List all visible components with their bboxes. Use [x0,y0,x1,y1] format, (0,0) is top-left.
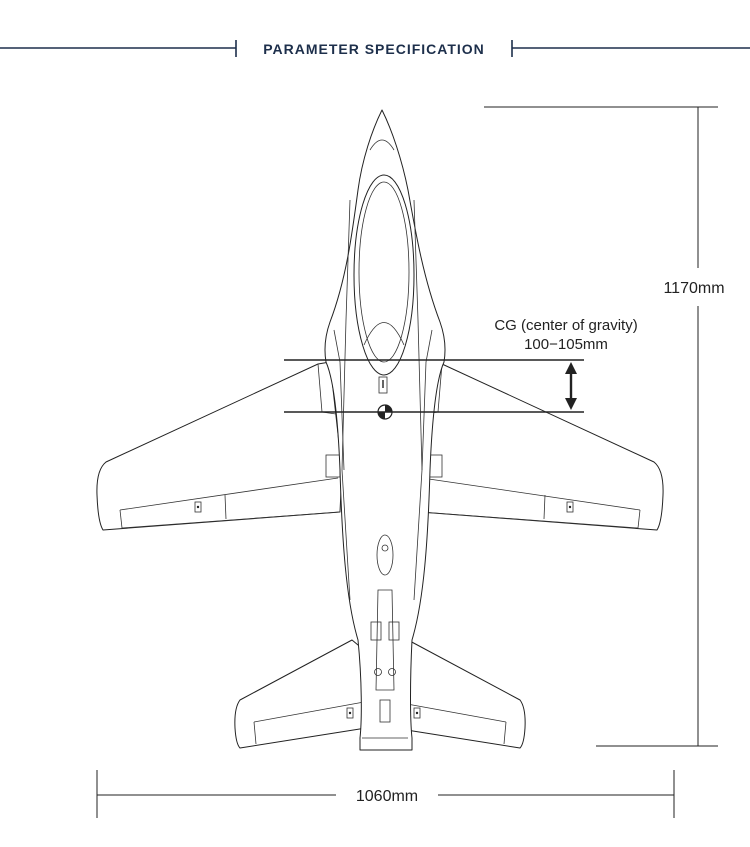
cg-label: CG (center of gravity) [494,317,637,334]
aircraft-top-view [96,109,664,751]
length-dimension: 1170mm [484,106,725,747]
right-servo [388,621,400,641]
canopy-inner [358,181,410,363]
left-servo [370,621,382,641]
hatch-marker [378,376,388,394]
left-stabilizer [234,639,367,749]
right-wing [417,361,664,531]
cg-range: 100−105mm [524,336,608,353]
right-aileron [419,477,641,529]
canopy-frame [363,322,405,346]
fuselage-line-left [341,199,351,601]
nose-cone-line [369,139,395,151]
right-elevator [395,701,507,745]
wingspan-label: 1060mm [356,788,418,805]
section-header: PARAMETER SPECIFICATION [0,40,750,57]
dorsal-fairing [376,534,394,576]
cg-arrow-up [565,362,577,374]
cg-indicator: CG (center of gravity) 100−105mm [284,317,638,413]
page-title: PARAMETER SPECIFICATION [263,41,485,57]
cg-arrow-down [565,398,577,410]
left-aileron [119,477,341,529]
fuselage-line-right [413,199,423,601]
wingspan-dimension: 1060mm [96,770,675,818]
length-label: 1170mm [663,280,724,297]
canopy-outer [353,174,415,376]
tail-fin [375,589,395,691]
intake-line-left [333,329,345,471]
intake-line-right [421,329,433,471]
left-elevator [253,701,365,745]
rudder [379,699,391,723]
left-wing [96,361,343,531]
right-stabilizer [393,639,526,749]
